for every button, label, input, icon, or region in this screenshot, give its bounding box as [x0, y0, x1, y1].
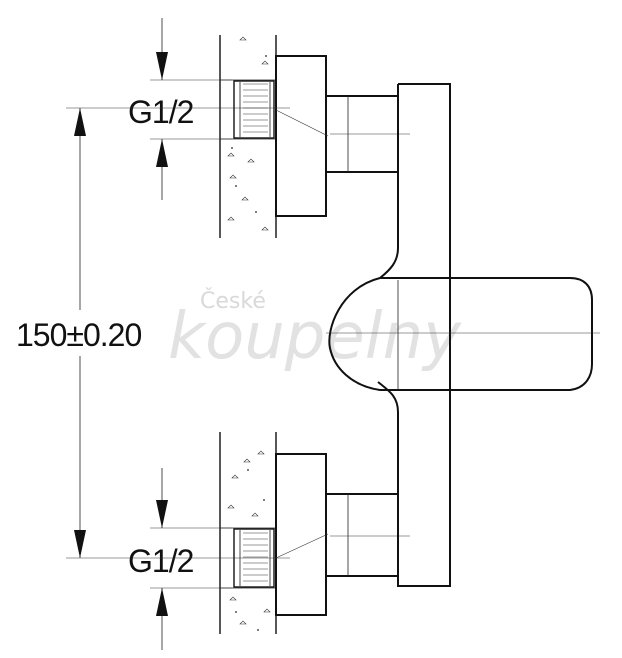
watermark-line2: koupelny	[168, 300, 462, 374]
lower-cover-flange	[275, 453, 327, 616]
watermark-line1: České	[200, 288, 266, 314]
upper-thread-dimension: G1/2	[128, 18, 232, 200]
mixer-body	[326, 83, 600, 587]
upper-thread-label: G1/2	[128, 94, 194, 130]
lower-thread-label: G1/2	[128, 543, 194, 579]
upper-thread-arrow-bottom	[156, 139, 168, 167]
center-distance-label: 150±0.20	[16, 317, 141, 353]
lower-wall-hatching	[227, 450, 271, 631]
upper-wall-hatching	[227, 36, 269, 231]
center-distance-arrow-bottom	[74, 530, 86, 558]
upper-wall	[219, 35, 277, 238]
lower-thread-dimension: G1/2	[128, 468, 232, 650]
lower-connector-nut	[325, 493, 399, 577]
upper-thread-fitting	[233, 80, 275, 139]
watermark: České koupelny	[168, 288, 462, 374]
upper-cover-flange	[275, 55, 327, 217]
lower-thread-arrow-top	[156, 500, 168, 528]
upper-thread-arrow-top	[156, 52, 168, 80]
center-distance-arrow-top	[74, 108, 86, 136]
lever-handle	[328, 277, 593, 391]
center-distance-dimension: 150±0.20	[10, 107, 230, 559]
lower-thread-arrow-bottom	[156, 588, 168, 616]
